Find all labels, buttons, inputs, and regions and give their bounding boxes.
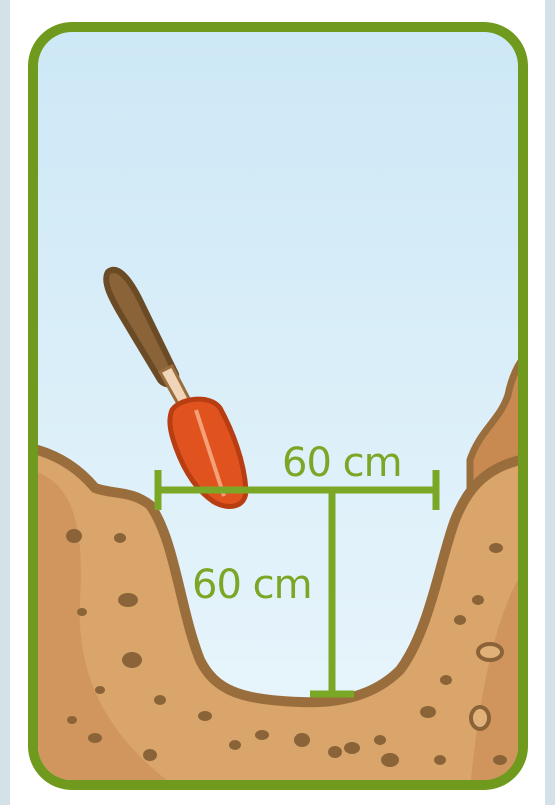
pebble bbox=[489, 543, 503, 553]
pebble bbox=[344, 742, 360, 754]
pebble bbox=[471, 707, 489, 729]
pebble bbox=[154, 695, 166, 705]
pebble bbox=[472, 595, 484, 605]
pebble bbox=[493, 755, 507, 765]
pebble bbox=[77, 608, 87, 616]
pebble bbox=[66, 529, 82, 543]
pebble bbox=[440, 675, 452, 685]
pebble bbox=[88, 733, 102, 743]
pebble bbox=[454, 615, 466, 625]
page-edge-left bbox=[0, 0, 10, 805]
pebble bbox=[95, 686, 105, 694]
width-label: 60 cm bbox=[282, 440, 402, 486]
pebble bbox=[122, 652, 142, 668]
pebble bbox=[198, 711, 212, 721]
pebble bbox=[229, 740, 241, 750]
pebble bbox=[67, 716, 77, 724]
page-edge-right bbox=[545, 0, 555, 805]
pebble bbox=[328, 746, 342, 758]
pebble bbox=[118, 593, 138, 607]
pebble bbox=[294, 733, 310, 747]
pebble bbox=[114, 533, 126, 543]
depth-label: 60 cm bbox=[192, 562, 312, 608]
pebble bbox=[143, 749, 157, 761]
pebble bbox=[374, 735, 386, 745]
pebble bbox=[434, 755, 446, 765]
pebble bbox=[255, 730, 269, 740]
pebble bbox=[478, 644, 502, 660]
pebble bbox=[381, 753, 399, 767]
pebble bbox=[420, 706, 436, 718]
